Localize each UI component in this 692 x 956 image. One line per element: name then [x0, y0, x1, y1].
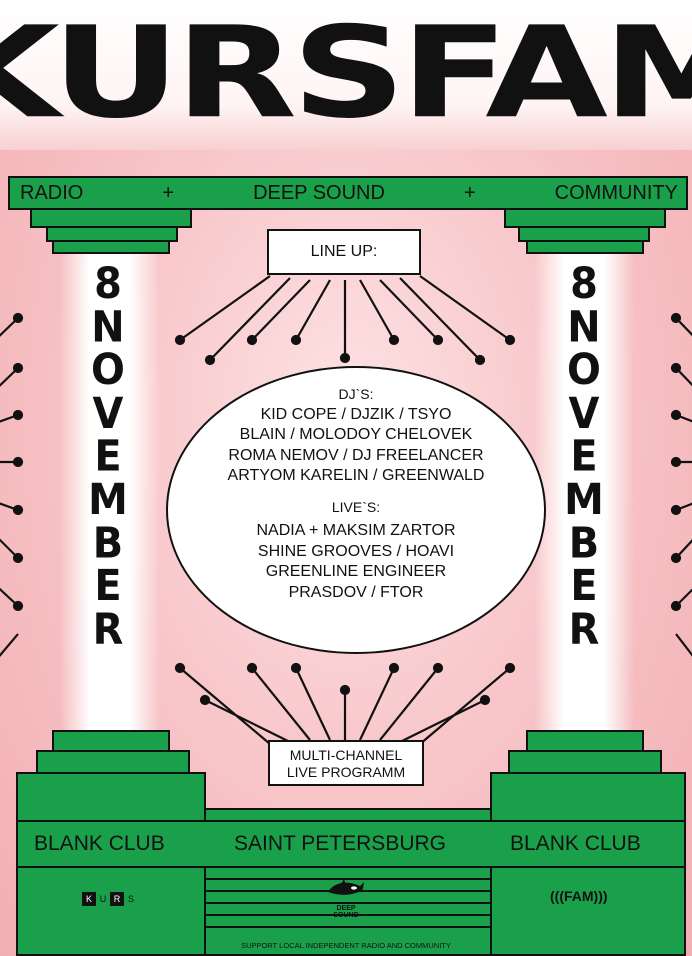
left-capital: [52, 240, 170, 254]
left-base: [52, 730, 170, 752]
left-column: [60, 254, 160, 732]
strip-community: COMMUNITY: [554, 181, 678, 204]
date-letter: M: [88, 474, 128, 525]
fam-logo: (((FAM))): [550, 888, 608, 904]
left-capital: [30, 208, 192, 228]
djs-heading: DJ`S:: [338, 386, 374, 402]
strip-deep-sound: DEEP SOUND: [253, 181, 385, 204]
date-letter: N: [91, 301, 125, 352]
date-letter: R: [568, 604, 600, 654]
orca-icon: [328, 879, 364, 895]
date-letter: V: [92, 388, 124, 438]
program-label: MULTI-CHANNEL LIVE PROGRAMM: [268, 740, 424, 786]
date-letter: 8: [94, 258, 122, 308]
kurs-letter: S: [127, 894, 134, 904]
right-base: [508, 750, 662, 774]
lineup-oval: [166, 366, 546, 654]
date-letter: E: [570, 431, 598, 481]
dj-line: ARTYOM KARELIN / GREENWALD: [227, 467, 485, 484]
program-line-1: MULTI-CHANNEL: [289, 747, 403, 763]
right-base: [526, 730, 644, 752]
strip-radio: RADIO: [20, 181, 84, 204]
date-letter: M: [564, 474, 604, 525]
dj-line: BLAIN / MOLODOY CHELOVEK: [239, 426, 473, 443]
date-letter: E: [94, 561, 122, 611]
date-letter: B: [568, 517, 600, 568]
live-line: NADIA + MAKSIM ZARTOR: [256, 522, 456, 539]
live-line: SHINE GROOVES / HOAVI: [257, 542, 455, 560]
support-tagline: SUPPORT LOCAL INDEPENDENT RADIO AND COMM…: [241, 941, 451, 950]
program-line-2: LIVE PROGRAMM: [286, 764, 406, 780]
right-column: [534, 254, 634, 732]
date-letter: O: [91, 345, 125, 395]
strip-plus: +: [463, 181, 476, 204]
kurs-letter: K: [82, 892, 96, 906]
date-letter: E: [94, 431, 122, 481]
strip-plus: +: [162, 181, 175, 204]
venue-right: BLANK CLUB: [510, 832, 641, 855]
date-letter: V: [568, 388, 600, 438]
tagline-strip: RADIO + DEEP SOUND + COMMUNITY: [8, 176, 688, 210]
right-capital: [526, 240, 644, 254]
date-letter: O: [567, 345, 601, 395]
city: SAINT PETERSBURG: [234, 832, 446, 855]
right-capital: [504, 208, 666, 228]
header-band: [0, 0, 692, 150]
lives-heading: LIVE`S:: [331, 498, 381, 515]
date-letter: E: [570, 561, 598, 611]
lineup-list: DJ`S: KID COPE / DJZIK / TSYO BLAIN / MO…: [166, 384, 546, 603]
date-letter: B: [92, 517, 124, 568]
date-letter: R: [92, 604, 124, 654]
plinth-step: [204, 914, 492, 928]
live-line: GREENLINE ENGINEER: [265, 563, 447, 580]
live-line: PRASDOV / FTOR: [288, 583, 424, 601]
deep-sound-logo: DEEP SOUND: [318, 878, 374, 922]
footer-band: [16, 820, 686, 868]
left-base: [36, 750, 190, 774]
dj-line: ROMA NEMOV / DJ FREELANCER: [228, 446, 484, 464]
lineup-label: LINE UP:: [267, 229, 421, 275]
date-letter: 8: [570, 258, 598, 308]
deep-sound-word: SOUND: [333, 912, 359, 919]
kurs-letter: U: [99, 894, 107, 904]
venue-left: BLANK CLUB: [34, 832, 165, 855]
dj-line: KID COPE / DJZIK / TSYO: [260, 405, 452, 423]
date-letter: N: [567, 301, 601, 352]
deep-sound-word: DEEP: [336, 905, 356, 912]
poster-title: KURSFAM: [0, 0, 692, 147]
kurs-letter: R: [110, 892, 124, 906]
